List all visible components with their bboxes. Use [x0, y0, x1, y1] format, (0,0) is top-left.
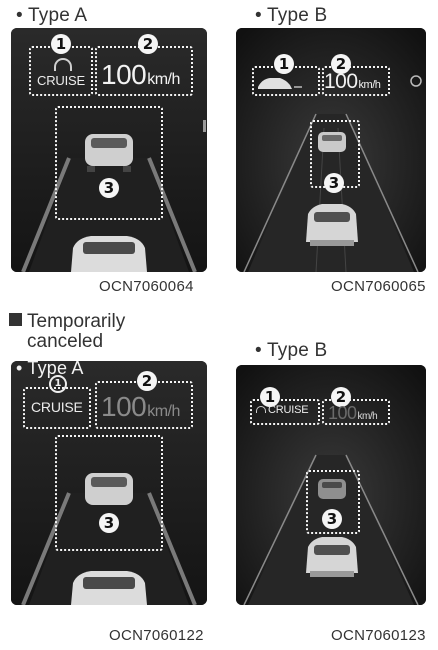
- section-heading: Temporarily: [9, 312, 125, 331]
- cruise-indicator-box: [250, 399, 320, 425]
- speed-unit: km/h: [358, 79, 381, 91]
- callout-badge-1: 1: [49, 375, 67, 393]
- cruise-icon: [54, 58, 72, 71]
- cruise-label: CRUISE: [37, 73, 85, 88]
- speed-value: 100: [324, 70, 358, 93]
- figure-code: OCN7060064: [99, 278, 194, 295]
- cruise-icon: [256, 406, 266, 413]
- type-a-label-bottom: • Type A: [16, 361, 84, 378]
- set-speed-readout: 100km/h: [324, 70, 381, 94]
- cruise-label: CRUISE: [31, 399, 83, 415]
- speed-value: 100: [328, 403, 357, 423]
- type-b-label-bottom: • Type B: [255, 340, 328, 361]
- callout-badge-2: 2: [331, 54, 351, 74]
- cluster-panel-type-b-active: 1 2 100km/h 3: [236, 28, 426, 272]
- cluster-panel-type-b-canceled: 1 CRUISE 2 100km/h 3: [236, 365, 426, 605]
- callout-badge-3: 3: [324, 173, 344, 193]
- set-speed-readout: 100km/h: [101, 59, 180, 91]
- vehicle-distance-box: [306, 470, 360, 534]
- speed-unit: km/h: [357, 411, 378, 422]
- cruise-label: CRUISE: [256, 404, 309, 416]
- type-a-label-top: • Type A: [16, 5, 88, 26]
- figure-code: OCN7060123: [331, 627, 426, 644]
- road-graphic: [236, 28, 426, 272]
- own-car-icon: [71, 571, 147, 605]
- speed-unit: km/h: [147, 403, 180, 420]
- cruise-text: CRUISE: [268, 404, 309, 416]
- set-speed-readout: 100km/h: [101, 391, 180, 423]
- lead-car-icon: [318, 479, 346, 499]
- road-graphic: [11, 28, 207, 272]
- car-side-icon: [258, 78, 292, 89]
- callout-badge-3: 3: [322, 509, 342, 529]
- callout-badge-1: 1: [274, 54, 294, 74]
- callout-badge-1: 1: [51, 34, 71, 54]
- cluster-panel-type-a-active: 1 CRUISE 2 100km/h 3: [11, 28, 207, 272]
- own-car-icon: [306, 204, 358, 246]
- callout-badge-2: 2: [137, 371, 157, 391]
- callout-badge-3: 3: [99, 513, 119, 533]
- own-car-icon: [71, 236, 147, 272]
- cluster-panel-type-a-canceled: • Type A 1 CRUISE 2 100km/h 3: [11, 361, 207, 605]
- lead-car-icon: [85, 473, 133, 505]
- lead-car-icon: [318, 132, 346, 152]
- callout-badge-1: 1: [260, 387, 280, 407]
- speed-unit: km/h: [147, 71, 180, 88]
- callout-badge-2: 2: [138, 34, 158, 54]
- callout-badge-2: 2: [331, 387, 351, 407]
- heading-line-1: Temporarily: [27, 311, 126, 332]
- type-b-label-top: • Type B: [255, 5, 328, 26]
- lead-car-icon: [85, 134, 133, 172]
- bullet-square-icon: [9, 313, 22, 326]
- figure-code: OCN7060122: [109, 627, 204, 644]
- set-speed-box: [322, 399, 390, 425]
- set-speed-readout: 100km/h: [328, 403, 378, 424]
- section-heading-line-2: canceled: [27, 331, 104, 352]
- vehicle-distance-box: [55, 106, 163, 220]
- figure-code: OCN7060065: [331, 278, 426, 295]
- speed-value: 100: [101, 391, 147, 422]
- callout-badge-3: 3: [99, 178, 119, 198]
- speed-value: 100: [101, 59, 147, 90]
- own-car-icon: [306, 537, 358, 577]
- set-speed-box: [322, 66, 390, 96]
- vehicle-distance-box: [55, 435, 163, 551]
